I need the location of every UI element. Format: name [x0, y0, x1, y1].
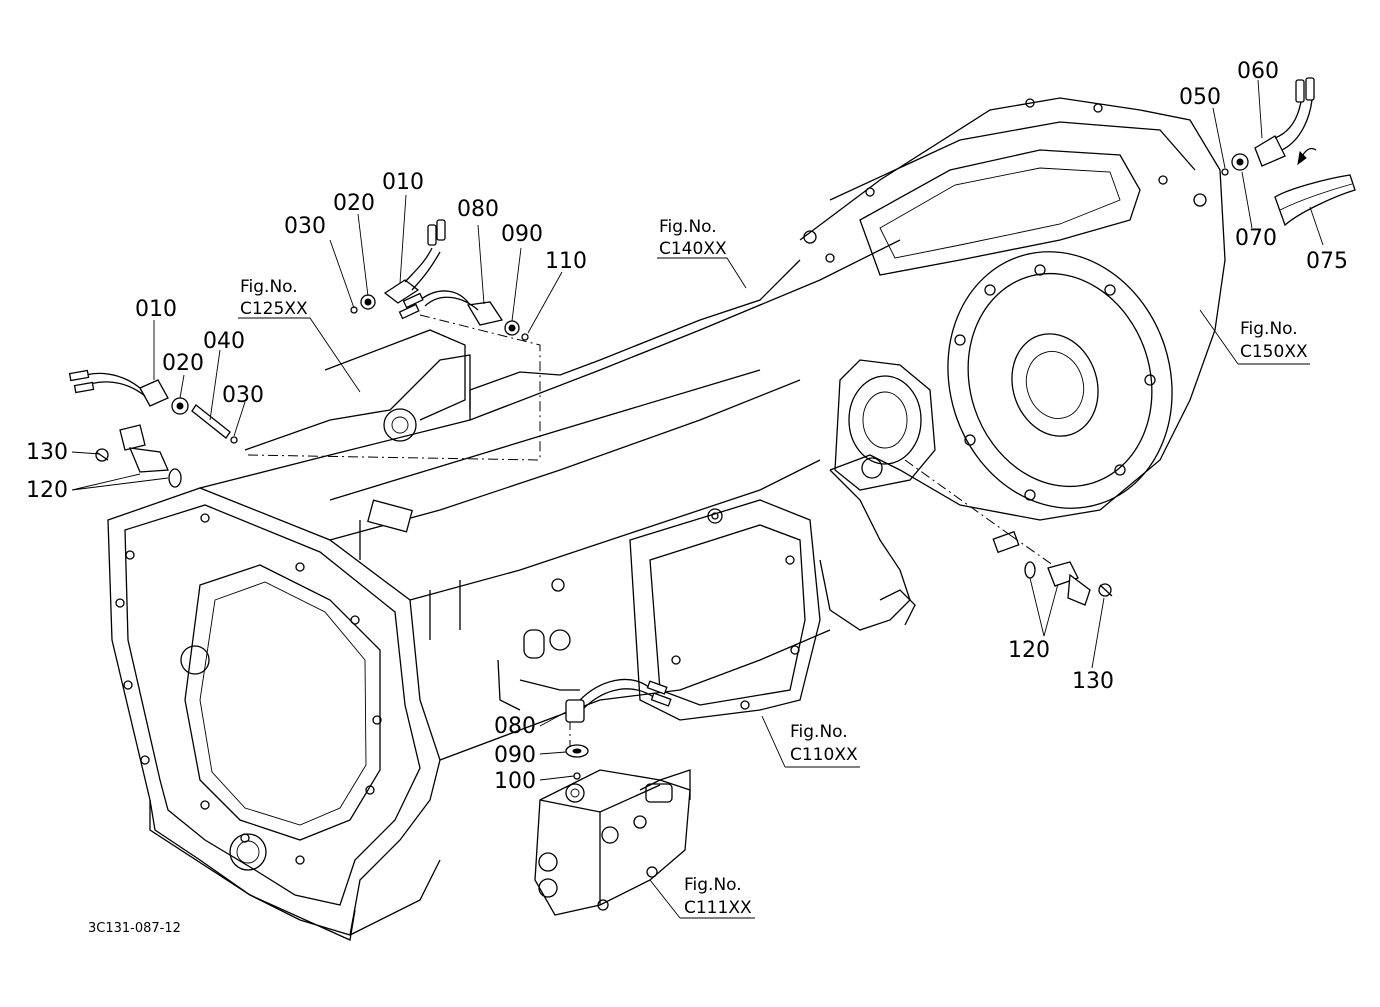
callout-010-top: 010 [382, 170, 424, 195]
callout-120-left: 120 [26, 478, 68, 503]
callout-040: 040 [203, 329, 245, 354]
valve-block [534, 769, 691, 916]
part-010-top-switch [350, 219, 446, 314]
callout-130-left: 130 [26, 440, 68, 465]
fig-ref-c140-label: Fig.No. [659, 217, 717, 237]
fig-ref-c110-code: C110XX [790, 745, 858, 765]
fig-ref-c150-label: Fig.No. [1240, 319, 1298, 339]
callout-090-top: 090 [501, 222, 543, 247]
fig-ref-c140-code: C140XX [659, 239, 727, 259]
callout-080-top: 080 [457, 197, 499, 222]
callout-120-right: 120 [1008, 638, 1050, 663]
fig-ref-c110-label: Fig.No. [790, 722, 848, 742]
callout-075: 075 [1306, 249, 1348, 274]
part-callouts: 030 020 010 080 090 110 010 020 040 030 … [26, 59, 1348, 794]
part-130-right-speed-sensor [1024, 561, 1113, 606]
leader-lines [71, 79, 1324, 781]
drawing-code: 3C131-087-12 [88, 921, 181, 936]
callout-130-right: 130 [1072, 669, 1114, 694]
callout-100: 100 [494, 769, 536, 794]
callout-020-top: 020 [333, 191, 375, 216]
fig-ref-c125-label: Fig.No. [240, 277, 298, 297]
part-130-left-speed-sensor [95, 424, 182, 488]
callout-110: 110 [545, 249, 587, 274]
fig-ref-c150-code: C150XX [1240, 342, 1308, 362]
callout-080-bottom: 080 [494, 714, 536, 739]
callout-020-left: 020 [162, 351, 204, 376]
figure-refs: Fig.No. C125XX Fig.No. C140XX Fig.No. C1… [240, 217, 1308, 918]
callout-010-left: 010 [135, 297, 177, 322]
callout-030-top: 030 [284, 214, 326, 239]
fig-ref-c111-label: Fig.No. [684, 875, 742, 895]
callout-090-bottom: 090 [494, 743, 536, 768]
callout-070: 070 [1235, 226, 1277, 251]
part-060-right-switch [1221, 77, 1356, 227]
part-080-bottom-sensor [565, 678, 672, 780]
part-010-left-switch [68, 369, 238, 444]
fig-ref-c125-code: C125XX [240, 299, 308, 319]
fig-ref-c111-code: C111XX [684, 898, 752, 918]
callout-060: 060 [1237, 59, 1279, 84]
transmission-case [107, 97, 1226, 941]
callout-030-left: 030 [222, 383, 264, 408]
callout-050: 050 [1179, 85, 1221, 110]
part-080-top-sensor [398, 290, 529, 341]
figure-ref-leaders [238, 257, 1310, 919]
